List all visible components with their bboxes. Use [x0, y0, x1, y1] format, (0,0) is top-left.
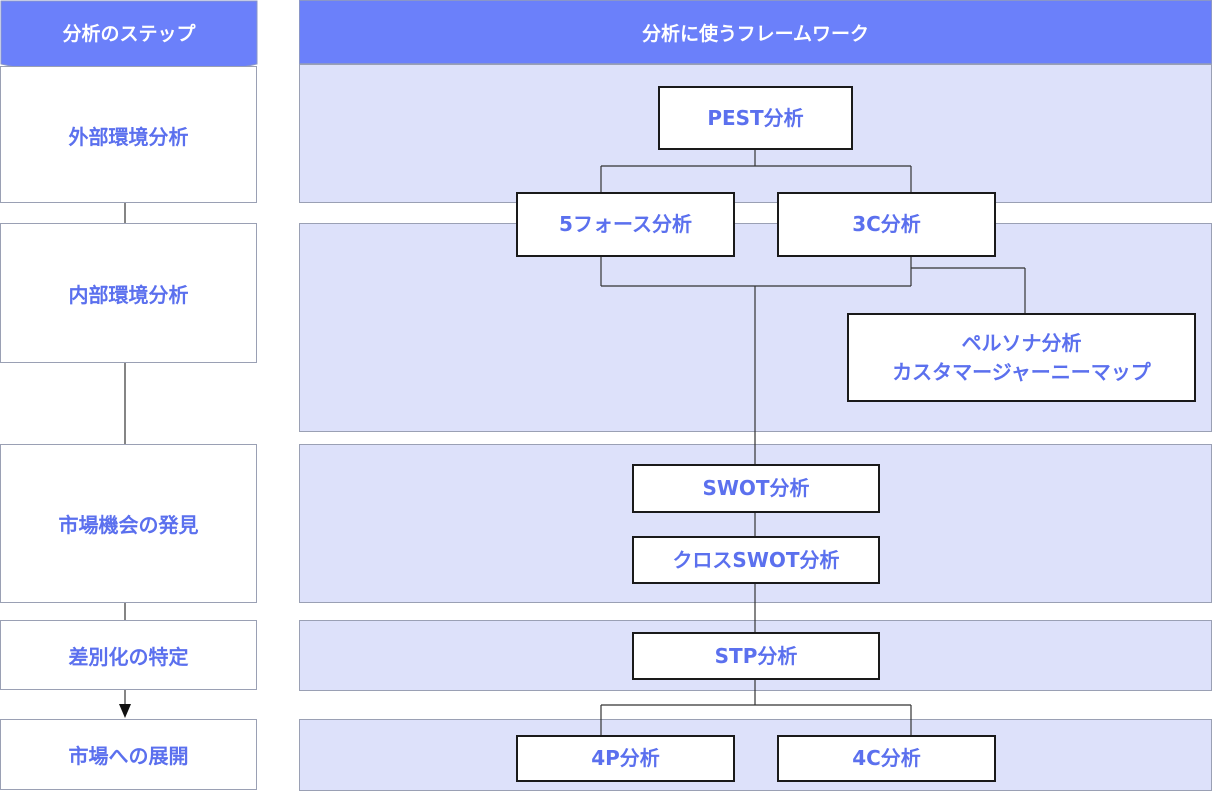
framework-swot: SWOT分析 — [632, 464, 880, 513]
framework-3c: 3C分析 — [777, 192, 996, 257]
framework-pest: PEST分析 — [658, 86, 853, 150]
step-market-rollout: 市場への展開 — [0, 719, 257, 790]
step-differentiation: 差別化の特定 — [0, 620, 257, 690]
frameworks-header: 分析に使うフレームワーク — [299, 0, 1212, 64]
step-internal-environment: 内部環境分析 — [0, 223, 257, 363]
framework-persona: ペルソナ分析 カスタマージャーニーマップ — [847, 313, 1196, 402]
step-external-environment: 外部環境分析 — [0, 66, 257, 203]
framework-five-forces: 5フォース分析 — [516, 192, 735, 257]
framework-4p: 4P分析 — [516, 735, 735, 782]
step-market-opportunity: 市場機会の発見 — [0, 444, 257, 603]
framework-persona-line2: カスタマージャーニーマップ — [892, 359, 1151, 384]
framework-4c: 4C分析 — [777, 735, 996, 782]
framework-persona-line1: ペルソナ分析 — [961, 330, 1082, 355]
framework-stp: STP分析 — [632, 632, 880, 680]
framework-cross-swot: クロスSWOT分析 — [632, 536, 880, 584]
steps-header-title: 分析のステップ — [62, 22, 196, 45]
arrow-head-icon — [119, 704, 131, 718]
